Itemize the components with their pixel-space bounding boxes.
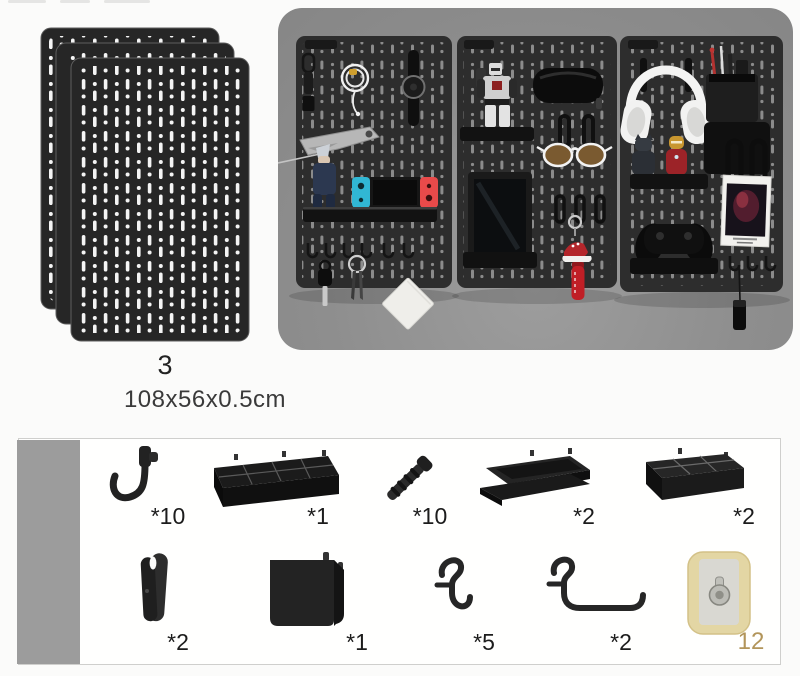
controller-shelf <box>630 258 718 274</box>
robot-figurine <box>476 63 517 127</box>
clip-icon <box>140 553 168 622</box>
crop-artifact <box>8 0 46 3</box>
figurine-shelf <box>630 174 708 189</box>
holder-cup-icon <box>270 552 344 626</box>
pen-cup <box>706 74 758 122</box>
key <box>318 259 332 306</box>
switch-shelf <box>303 207 437 222</box>
qty-peg-screw: *10 <box>412 503 448 529</box>
pack-count: 3 <box>157 350 173 380</box>
pegboard-stack <box>40 27 250 342</box>
adhesive-anchor-icon <box>687 551 751 635</box>
white-envelope <box>382 277 434 330</box>
qty-peg-hook: *10 <box>150 503 186 529</box>
qty-holder-cup: *1 <box>346 629 368 655</box>
qty-adhesive-anchor: 12 <box>737 628 765 655</box>
board-dimensions: 108x56x0.5cm <box>123 386 287 413</box>
game-controller <box>635 223 713 265</box>
divided-organizer-icon <box>646 448 744 500</box>
lifestyle-photo <box>278 8 793 350</box>
ironman-figurine <box>666 136 687 175</box>
rail-hook-icon <box>546 556 646 611</box>
peg-screw-icon <box>387 455 433 500</box>
flat-shelf-icon <box>480 448 590 506</box>
tablet-shelf <box>463 252 537 268</box>
photo-scene <box>278 36 790 330</box>
art-card <box>720 174 772 248</box>
white-headphones <box>620 65 712 145</box>
sneaker-keychain <box>562 214 592 300</box>
small-hooks-row <box>306 243 415 259</box>
sunglasses <box>536 142 613 168</box>
pens-and-cables <box>709 45 748 79</box>
robot-shelf <box>460 127 534 141</box>
nintendo-switch <box>352 177 438 208</box>
earphone-cable-coil <box>340 63 370 117</box>
storage-box <box>704 122 770 174</box>
qty-s-hook: *5 <box>473 629 495 655</box>
qty-clip: *2 <box>167 629 189 655</box>
crop-artifact <box>104 0 150 3</box>
peg-hook-icon <box>109 446 158 502</box>
qty-rail-hook: *2 <box>610 629 632 655</box>
qty-compartment-tray: *1 <box>307 503 329 529</box>
tablet <box>468 172 532 260</box>
s-hook-icon <box>434 557 473 610</box>
crop-artifact <box>60 0 90 3</box>
compartment-tray-icon <box>214 450 339 507</box>
qty-divided-organizer: *2 <box>733 503 755 529</box>
left-gray-strip <box>17 440 80 664</box>
qty-flat-shelf: *2 <box>573 503 595 529</box>
keyring-keys <box>347 254 367 300</box>
thin-pick-tool <box>278 153 321 164</box>
wrist-watch <box>401 50 426 126</box>
batman-figurine <box>632 134 655 175</box>
carabiner-keychain <box>301 52 316 111</box>
pegboard-front <box>70 57 250 342</box>
glasses-case <box>533 68 603 109</box>
flashlight <box>733 265 746 330</box>
